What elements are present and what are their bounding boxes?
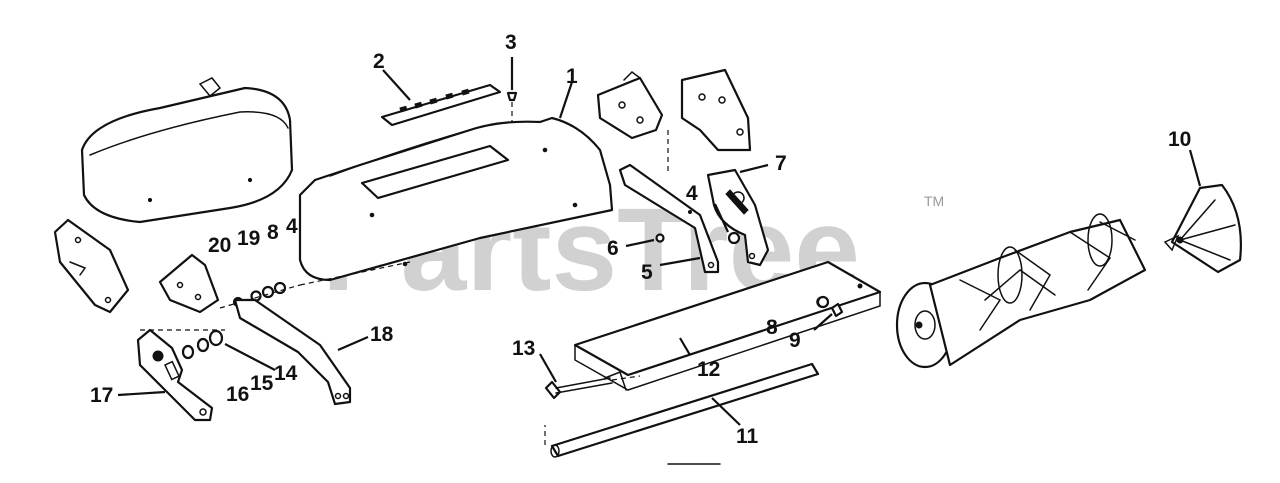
nut-part-4-middle bbox=[727, 231, 741, 245]
callout-1: 1 bbox=[566, 65, 578, 88]
lever-part-17 bbox=[136, 328, 214, 422]
decal-plate bbox=[380, 83, 502, 127]
callout-20: 20 bbox=[208, 234, 231, 257]
callout-labels: 1 2 3 4 4 5 6 7 8 8 9 10 11 12 13 14 15 … bbox=[90, 31, 1191, 448]
hardware-stack-upper bbox=[219, 261, 411, 309]
callout-6: 6 bbox=[607, 237, 619, 260]
watermark-trademark: TM bbox=[924, 193, 944, 209]
screw-part-9 bbox=[830, 302, 844, 318]
callout-15: 15 bbox=[250, 372, 274, 395]
bracket-part-5 bbox=[618, 163, 720, 274]
link-arm-part-18 bbox=[233, 298, 352, 406]
callout-16: 16 bbox=[226, 383, 249, 406]
rear-shield-cover bbox=[80, 77, 294, 224]
callout-18: 18 bbox=[370, 323, 394, 346]
washer-part-8-right bbox=[816, 295, 830, 309]
callout-14: 14 bbox=[274, 362, 298, 385]
screw-part-3 bbox=[506, 91, 518, 132]
upper-mounting-plate-left bbox=[596, 71, 664, 140]
lever-mount-plate bbox=[158, 253, 220, 314]
callout-9: 9 bbox=[789, 329, 801, 352]
shaft-part-11 bbox=[544, 362, 820, 458]
left-side-plate bbox=[53, 218, 130, 314]
callout-2: 2 bbox=[373, 50, 385, 73]
upper-mounting-plate-right bbox=[680, 68, 752, 152]
callout-8-left: 8 bbox=[267, 221, 279, 244]
callout-4-right: 4 bbox=[686, 182, 698, 205]
cone-part-10 bbox=[1163, 183, 1242, 274]
callout-10: 10 bbox=[1168, 128, 1191, 151]
callout-8-right: 8 bbox=[766, 316, 778, 339]
callout-19: 19 bbox=[237, 227, 260, 250]
callout-11: 11 bbox=[736, 425, 759, 448]
callout-12: 12 bbox=[697, 358, 720, 381]
callout-17: 17 bbox=[90, 384, 113, 407]
bracket-part-7 bbox=[706, 168, 770, 267]
discharge-housing bbox=[298, 116, 614, 282]
callout-13: 13 bbox=[512, 337, 535, 360]
hardware-stack-lower bbox=[140, 329, 225, 360]
callout-7: 7 bbox=[775, 152, 787, 175]
callout-4-left: 4 bbox=[286, 215, 298, 238]
nut-part-6 bbox=[655, 233, 665, 243]
callout-3: 3 bbox=[505, 31, 517, 54]
impeller-assembly bbox=[895, 213, 1147, 369]
callout-leaders bbox=[117, 57, 1202, 426]
bolt-part-13 bbox=[544, 375, 641, 400]
callout-5: 5 bbox=[641, 261, 653, 284]
